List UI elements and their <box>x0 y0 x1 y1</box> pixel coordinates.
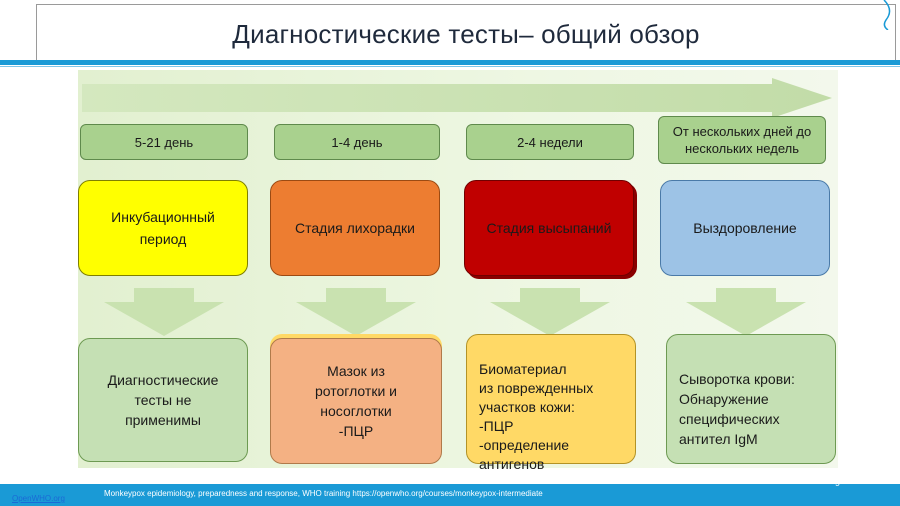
footer-reference: Monkeypox epidemiology, preparedness and… <box>104 489 543 498</box>
test-rash: Биоматериал из поврежденных участков кож… <box>466 334 636 472</box>
footer-openwho-link[interactable]: OpenWHO.org <box>12 494 65 503</box>
timeline-arrow <box>82 78 832 118</box>
slide-title: Диагностические тесты– общий обзор <box>232 19 700 49</box>
stage-timing-incubation: 5-21 день <box>80 124 248 160</box>
down-arrow-4 <box>686 288 806 336</box>
test-fever: Мазок из ротоглотки и носоглотки -ПЦР <box>270 338 442 464</box>
stage-incubation: Инкубационный период <box>78 180 248 276</box>
header-rule <box>0 60 900 65</box>
test-incubation: Диагностические тесты не применимы <box>78 338 248 462</box>
stage-recovery: Выздоровление <box>660 180 830 276</box>
footer-bar <box>0 484 900 506</box>
stage-fever: Стадия лихорадки <box>270 180 440 276</box>
header-rule-thin <box>0 66 900 67</box>
down-arrow-2 <box>296 288 416 336</box>
stage-rash: Стадия высыпаний <box>464 180 634 276</box>
page-number: 9 <box>834 478 840 488</box>
down-arrow-1 <box>104 288 224 336</box>
title-box: Диагностические тесты– общий обзор <box>36 4 896 62</box>
corner-wave-decoration <box>883 0 891 30</box>
down-arrow-3 <box>490 288 610 336</box>
stage-timing-fever: 1-4 день <box>274 124 440 160</box>
stage-timing-rash: 2-4 недели <box>466 124 634 160</box>
stage-timing-recovery: От нескольких дней до нескольких недель <box>658 116 826 164</box>
test-recovery: Сыворотка крови: Обнаружение специфическ… <box>666 334 836 464</box>
